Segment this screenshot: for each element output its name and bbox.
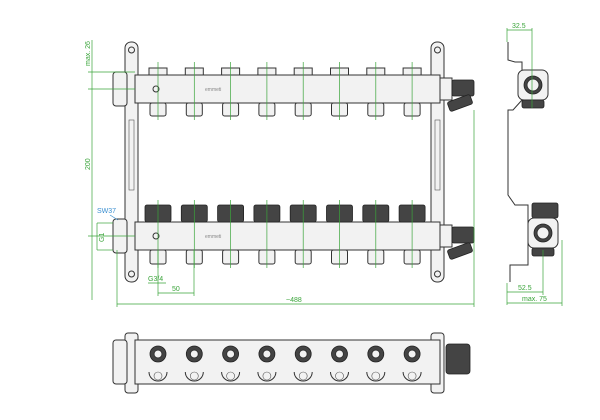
brand-logo: emmeti — [205, 87, 221, 93]
bottom-view-connector-bore — [262, 371, 272, 381]
bottom-view-connector — [257, 371, 277, 382]
bottom-view-connector — [184, 371, 204, 382]
bottom-view-connector-bore — [190, 371, 199, 381]
air-vent — [451, 79, 475, 97]
bottom-view-outlet-bore — [298, 349, 308, 359]
brand-logo: emmeti — [205, 234, 221, 240]
bottom-view-connector-bore — [298, 371, 308, 381]
callout-sw37: SW37 — [97, 208, 116, 215]
dimensions: max. 26 200 G1 SW37 G3/4 50 ~488 32.5 52… — [85, 23, 563, 307]
dim-32-5: 32.5 — [512, 23, 526, 30]
dim-g34: G3/4 — [148, 276, 163, 283]
bottom-view-connector — [366, 371, 386, 382]
dim-488: ~488 — [286, 297, 302, 304]
dim-max-26: max. 26 — [85, 41, 92, 66]
bottom-view-connector — [330, 371, 349, 382]
supply-end-fitting — [439, 77, 453, 101]
side-bracket — [507, 42, 529, 282]
bottom-view-outlet-bore — [371, 349, 381, 359]
bottom-view — [112, 332, 471, 394]
bottom-view-outlet-bore — [335, 349, 344, 359]
bottom-view-connector — [402, 371, 422, 382]
bottom-view-outlet-bore — [153, 349, 163, 359]
front-view: emmeti emmeti — [112, 41, 475, 283]
bottom-view-connector-bore — [226, 371, 235, 381]
dim-50: 50 — [172, 286, 180, 293]
drain-valve — [451, 226, 475, 244]
return-end-fitting — [439, 224, 453, 248]
dim-max-75: max. 75 — [522, 296, 547, 303]
bottom-view-manifold — [134, 339, 441, 385]
dim-200: 200 — [85, 158, 92, 170]
bottom-view-connector — [293, 371, 313, 382]
bottom-view-connector-bore — [407, 371, 417, 381]
bottom-view-outlet-bore — [407, 349, 417, 359]
bottom-view-outlet-bore — [189, 349, 199, 359]
bottom-view-connector-bore — [335, 371, 344, 381]
dim-g1: G1 — [99, 233, 106, 242]
bottom-view-connector-bore — [153, 371, 163, 381]
supply-manifold — [134, 74, 441, 104]
side-view — [507, 42, 559, 282]
dim-52-5: 52.5 — [518, 285, 532, 292]
bottom-view-connector — [148, 371, 168, 382]
bottom-view-outlet-bore — [262, 349, 272, 359]
bottom-view-outlet-bore — [226, 349, 236, 359]
bottom-view-connector — [221, 371, 241, 382]
bottom-view-connector-bore — [371, 371, 381, 381]
side-return-cap — [531, 202, 559, 219]
return-manifold — [134, 221, 441, 251]
